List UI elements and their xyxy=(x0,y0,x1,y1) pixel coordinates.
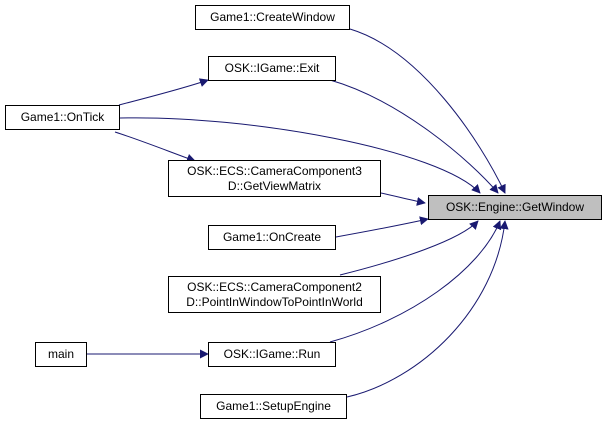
node-label-line2: D::PointInWindowToPointInWorld xyxy=(186,294,363,309)
edge-run-to-getwindow xyxy=(329,220,502,343)
node-label-line1: OSK::ECS::CameraComponent3 xyxy=(187,163,362,178)
node-label: main xyxy=(47,347,74,361)
edge-camera3d-to-getwindow xyxy=(380,192,426,206)
node-osk-ecs-cameracomponent2d-pointinwindow[interactable]: OSK::ECS::CameraComponent2 D::PointInWin… xyxy=(168,276,381,313)
node-game1-setupengine[interactable]: Game1::SetupEngine xyxy=(200,394,347,419)
node-label: Game1::SetupEngine xyxy=(216,399,331,413)
node-label: OSK::Engine::GetWindow xyxy=(445,200,585,214)
edge-exit-to-getwindow xyxy=(329,79,499,194)
node-label: Game1::CreateWindow xyxy=(210,10,335,24)
node-label: Game1::OnCreate xyxy=(222,230,322,244)
node-osk-igame-run[interactable]: OSK::IGame::Run xyxy=(208,342,336,367)
node-game1-createwindow[interactable]: Game1::CreateWindow xyxy=(195,5,350,30)
node-osk-igame-exit[interactable]: OSK::IGame::Exit xyxy=(208,56,336,81)
edge-camera2d-to-getwindow xyxy=(339,220,479,276)
edge-oncreate-to-getwindow xyxy=(335,216,429,238)
edge-createwindow-to-getwindow xyxy=(349,28,506,194)
node-osk-ecs-cameracomponent3d-getviewmatrix[interactable]: OSK::ECS::CameraComponent3 D::GetViewMat… xyxy=(168,160,381,197)
node-label-line2: D::GetViewMatrix xyxy=(227,178,322,193)
node-game1-ontick[interactable]: Game1::OnTick xyxy=(5,105,120,130)
node-osk-engine-getwindow: OSK::Engine::GetWindow xyxy=(428,195,602,220)
node-label: OSK::IGame::Run xyxy=(223,347,321,361)
node-label: Game1::OnTick xyxy=(20,110,105,124)
edge-ontick-to-getwindow xyxy=(119,117,481,194)
edge-ontick-to-camera3d xyxy=(114,131,196,163)
edge-setupengine-to-getwindow xyxy=(346,220,509,398)
node-label: OSK::IGame::Exit xyxy=(224,61,320,75)
node-main[interactable]: main xyxy=(35,342,87,367)
edge-ontick-to-exit xyxy=(118,78,209,106)
node-game1-oncreate[interactable]: Game1::OnCreate xyxy=(208,225,336,250)
node-label-line1: OSK::ECS::CameraComponent2 xyxy=(187,279,362,294)
